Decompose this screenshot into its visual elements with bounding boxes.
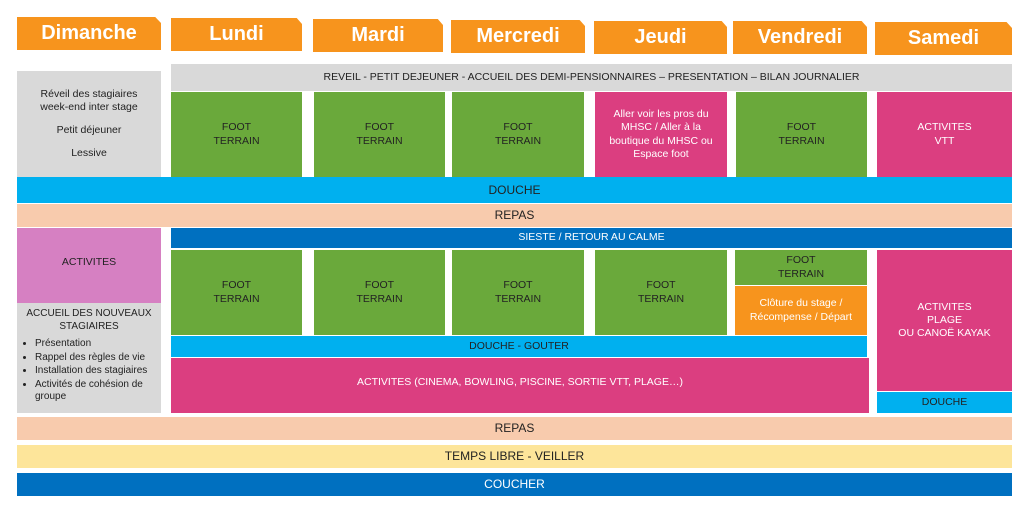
text: TERRAIN xyxy=(356,134,403,147)
text: VTT xyxy=(934,134,955,147)
repas-bar-evening: REPAS xyxy=(17,417,1012,440)
text: FOOT xyxy=(221,121,252,134)
text: TERRAIN xyxy=(213,134,260,147)
day-header-samedi: Samedi xyxy=(875,22,1012,55)
text: Réveil des stagiaires xyxy=(40,87,138,100)
day-header-mardi: Mardi xyxy=(313,19,443,52)
text: Lessive xyxy=(71,147,107,160)
text: FOOT xyxy=(786,121,817,134)
activites-bar: ACTIVITES (CINEMA, BOWLING, PISCINE, SOR… xyxy=(171,358,869,413)
text: TERRAIN xyxy=(494,134,542,147)
text: FOOT xyxy=(503,279,533,292)
text: TERRAIN xyxy=(778,134,825,147)
text: Petit déjeuner xyxy=(56,124,122,136)
day-header-jeudi: Jeudi xyxy=(594,21,727,54)
text: TERRAIN xyxy=(356,292,403,305)
jeudi-morning: Aller voir les pros du MHSC / Aller à la… xyxy=(595,92,727,177)
day-header-vendredi: Vendredi xyxy=(733,21,867,54)
text: ACTIVITES xyxy=(917,300,972,313)
text: FOOT xyxy=(221,279,252,292)
day-header-mercredi: Mercredi xyxy=(451,20,585,53)
day-header-dimanche: Dimanche xyxy=(17,17,161,50)
accueil-title: ACCUEIL DES NOUVEAUX STAGIAIRES xyxy=(26,308,152,332)
douche-gouter-bar: DOUCHE - GOUTER xyxy=(171,336,867,357)
list-item: Présentation xyxy=(35,338,161,351)
text: FOOT xyxy=(786,254,816,267)
list-item: Installation des stagiaires xyxy=(35,365,161,378)
text: TERRAIN xyxy=(213,292,260,305)
text: OU CANOË KAYAK xyxy=(898,327,991,340)
text: FOOT xyxy=(503,121,533,134)
text: TERRAIN xyxy=(637,292,685,305)
text: FOOT xyxy=(646,279,676,292)
text: TERRAIN xyxy=(777,267,825,280)
sieste-bar: SIESTE / RETOUR AU CALME xyxy=(171,228,1012,248)
text: FOOT xyxy=(364,279,395,292)
list-item: Activités de cohésion de groupe xyxy=(35,379,161,404)
cloture-vendredi: Clôture du stage / Récompense / Départ xyxy=(735,286,867,335)
sunday-morning: Réveil des stagiaires week-end inter sta… xyxy=(17,71,161,177)
douche-bar: DOUCHE xyxy=(17,177,1012,203)
accueil-list: Présentation Rappel des règles de vie In… xyxy=(17,337,161,405)
temps-libre-bar: TEMPS LIBRE - VEILLER xyxy=(17,445,1012,468)
text: ACTIVITES xyxy=(917,121,972,134)
text: week-end inter stage xyxy=(40,100,138,113)
text: TERRAIN xyxy=(494,292,542,305)
day-header-lundi: Lundi xyxy=(171,18,302,51)
samedi-douche: DOUCHE xyxy=(877,392,1012,413)
coucher-bar: COUCHER xyxy=(17,473,1012,496)
repas-bar: REPAS xyxy=(17,204,1012,227)
list-item: Rappel des règles de vie xyxy=(35,352,161,365)
sunday-accueil: ACCUEIL DES NOUVEAUX STAGIAIRES Présenta… xyxy=(17,303,161,413)
morning-banner: REVEIL - PETIT DEJEUNER - ACCUEIL DES DE… xyxy=(171,64,1012,91)
text: PLAGE xyxy=(926,313,963,326)
sunday-activites: ACTIVITES xyxy=(17,228,161,303)
text: FOOT xyxy=(364,121,395,134)
